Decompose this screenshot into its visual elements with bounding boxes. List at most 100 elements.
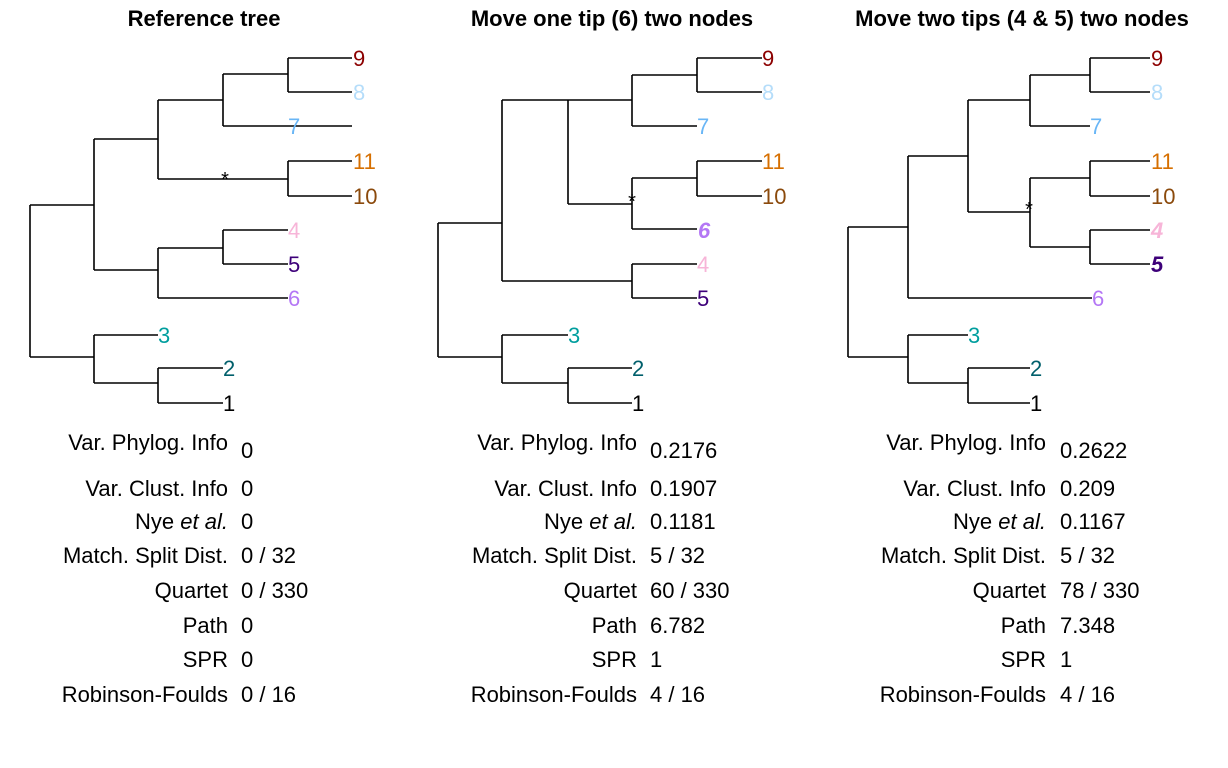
tip-label-6: 6 — [1092, 286, 1104, 311]
metric-value: 4 / 16 — [1060, 682, 1115, 707]
tip-label-9: 9 — [353, 46, 365, 71]
metric-name: SPR — [1001, 647, 1046, 672]
metric-value: 0 — [241, 647, 253, 672]
metric-name: SPR — [592, 647, 637, 672]
metric-name: Robinson-Foulds — [880, 682, 1046, 707]
metric-name: Match. Split Dist. — [63, 543, 228, 568]
metric-name: Path — [592, 613, 637, 638]
tip-label-1: 1 — [223, 391, 235, 416]
metric-value: 0 — [241, 476, 253, 501]
metric-value: 0.2176 — [650, 438, 717, 463]
tip-label-3: 3 — [158, 323, 170, 348]
tip-label-10: 10 — [353, 184, 377, 209]
metric-value: 5 / 32 — [650, 543, 705, 568]
metric-value: 78 / 330 — [1060, 578, 1140, 603]
metric-name: Quartet — [564, 578, 637, 603]
tip-label-11: 11 — [1151, 149, 1174, 174]
tip-label-10: 10 — [1151, 184, 1175, 209]
panel-title: Reference tree — [128, 6, 281, 31]
metric-name: Nye et al. — [544, 509, 637, 534]
tree-branches — [437, 57, 762, 404]
tip-label-7: 7 — [288, 114, 300, 139]
regraft-marker: * — [628, 191, 636, 213]
metric-name: Match. Split Dist. — [472, 543, 637, 568]
metric-value: 60 / 330 — [650, 578, 730, 603]
tip-label-3: 3 — [568, 323, 580, 348]
tip-label-5: 5 — [288, 252, 300, 277]
metric-name: Var. Clust. Info — [85, 476, 228, 501]
metric-value: 0.1167 — [1060, 509, 1126, 534]
tip-label-7: 7 — [697, 114, 709, 139]
tip-label-10: 10 — [762, 184, 786, 209]
tip-label-11: 11 — [353, 149, 376, 174]
tip-label-5-moved: 5 — [1151, 252, 1164, 277]
tip-labels: 9 8 7 11 10 4 5 6 3 2 1 — [968, 46, 1175, 416]
tip-label-4: 4 — [697, 252, 709, 277]
panel-title: Move two tips (4 & 5) two nodes — [855, 6, 1189, 31]
metric-value: 0.209 — [1060, 476, 1115, 501]
metric-name: Var. Phylog. Info — [68, 430, 228, 455]
metric-value: 5 / 32 — [1060, 543, 1115, 568]
metric-value: 1 — [650, 647, 662, 672]
panel-move-one-tip: Move one tip (6) two nodes * 9 8 7 11 10… — [437, 6, 786, 707]
regraft-marker: * — [1025, 199, 1033, 221]
tip-label-2: 2 — [1030, 356, 1042, 381]
tip-label-9: 9 — [1151, 46, 1163, 71]
regraft-marker: * — [221, 169, 229, 191]
metric-value: 0 — [241, 438, 253, 463]
metric-value: 0.2622 — [1060, 438, 1127, 463]
metric-value: 0 — [241, 613, 253, 638]
metric-name: Robinson-Foulds — [471, 682, 637, 707]
panel-move-two-tips: Move two tips (4 & 5) two nodes * 9 8 7 … — [847, 6, 1189, 707]
metric-value: 0.1181 — [650, 509, 716, 534]
metric-value: 6.782 — [650, 613, 705, 638]
tip-label-4-moved: 4 — [1150, 218, 1163, 243]
metric-value: 0 / 330 — [241, 578, 308, 603]
metric-name: Var. Phylog. Info — [477, 430, 637, 455]
metric-name: Var. Clust. Info — [494, 476, 637, 501]
metric-value: 0.1907 — [650, 476, 717, 501]
metric-name: Var. Clust. Info — [903, 476, 1046, 501]
tip-labels: 9 8 7 11 10 6 4 5 3 2 1 — [568, 46, 786, 416]
tip-label-2: 2 — [632, 356, 644, 381]
tip-label-11: 11 — [762, 149, 785, 174]
metric-name: Match. Split Dist. — [881, 543, 1046, 568]
metric-value: 7.348 — [1060, 613, 1115, 638]
tip-label-3: 3 — [968, 323, 980, 348]
metric-name: Nye et al. — [135, 509, 228, 534]
metric-name: Path — [183, 613, 228, 638]
metric-value: 1 — [1060, 647, 1072, 672]
tip-label-6: 6 — [288, 286, 300, 311]
metric-value: 0 / 32 — [241, 543, 296, 568]
metric-name: Path — [1001, 613, 1046, 638]
metric-name: SPR — [183, 647, 228, 672]
tip-label-9: 9 — [762, 46, 774, 71]
panel-reference-tree: Reference tree * 9 8 7 11 10 4 5 6 — [29, 6, 377, 707]
tree-branches — [29, 57, 352, 404]
tip-label-8: 8 — [762, 80, 774, 105]
tip-labels: 9 8 7 11 10 4 5 6 3 2 1 — [158, 46, 377, 416]
metric-name: Nye et al. — [953, 509, 1046, 534]
tip-label-7: 7 — [1090, 114, 1102, 139]
metric-name: Quartet — [973, 578, 1046, 603]
metric-name: Quartet — [155, 578, 228, 603]
metric-value: 0 — [241, 509, 253, 534]
metric-name: Robinson-Foulds — [62, 682, 228, 707]
tip-label-1: 1 — [1030, 391, 1042, 416]
tip-label-5: 5 — [697, 286, 709, 311]
metric-value: 0 / 16 — [241, 682, 296, 707]
tip-label-6-moved: 6 — [698, 218, 711, 243]
tip-label-1: 1 — [632, 391, 644, 416]
tip-label-4: 4 — [288, 218, 300, 243]
tip-label-8: 8 — [353, 80, 365, 105]
panel-title: Move one tip (6) two nodes — [471, 6, 753, 31]
tip-label-2: 2 — [223, 356, 235, 381]
metric-name: Var. Phylog. Info — [886, 430, 1046, 455]
tree-branches — [847, 57, 1150, 404]
metric-value: 4 / 16 — [650, 682, 705, 707]
tip-label-8: 8 — [1151, 80, 1163, 105]
